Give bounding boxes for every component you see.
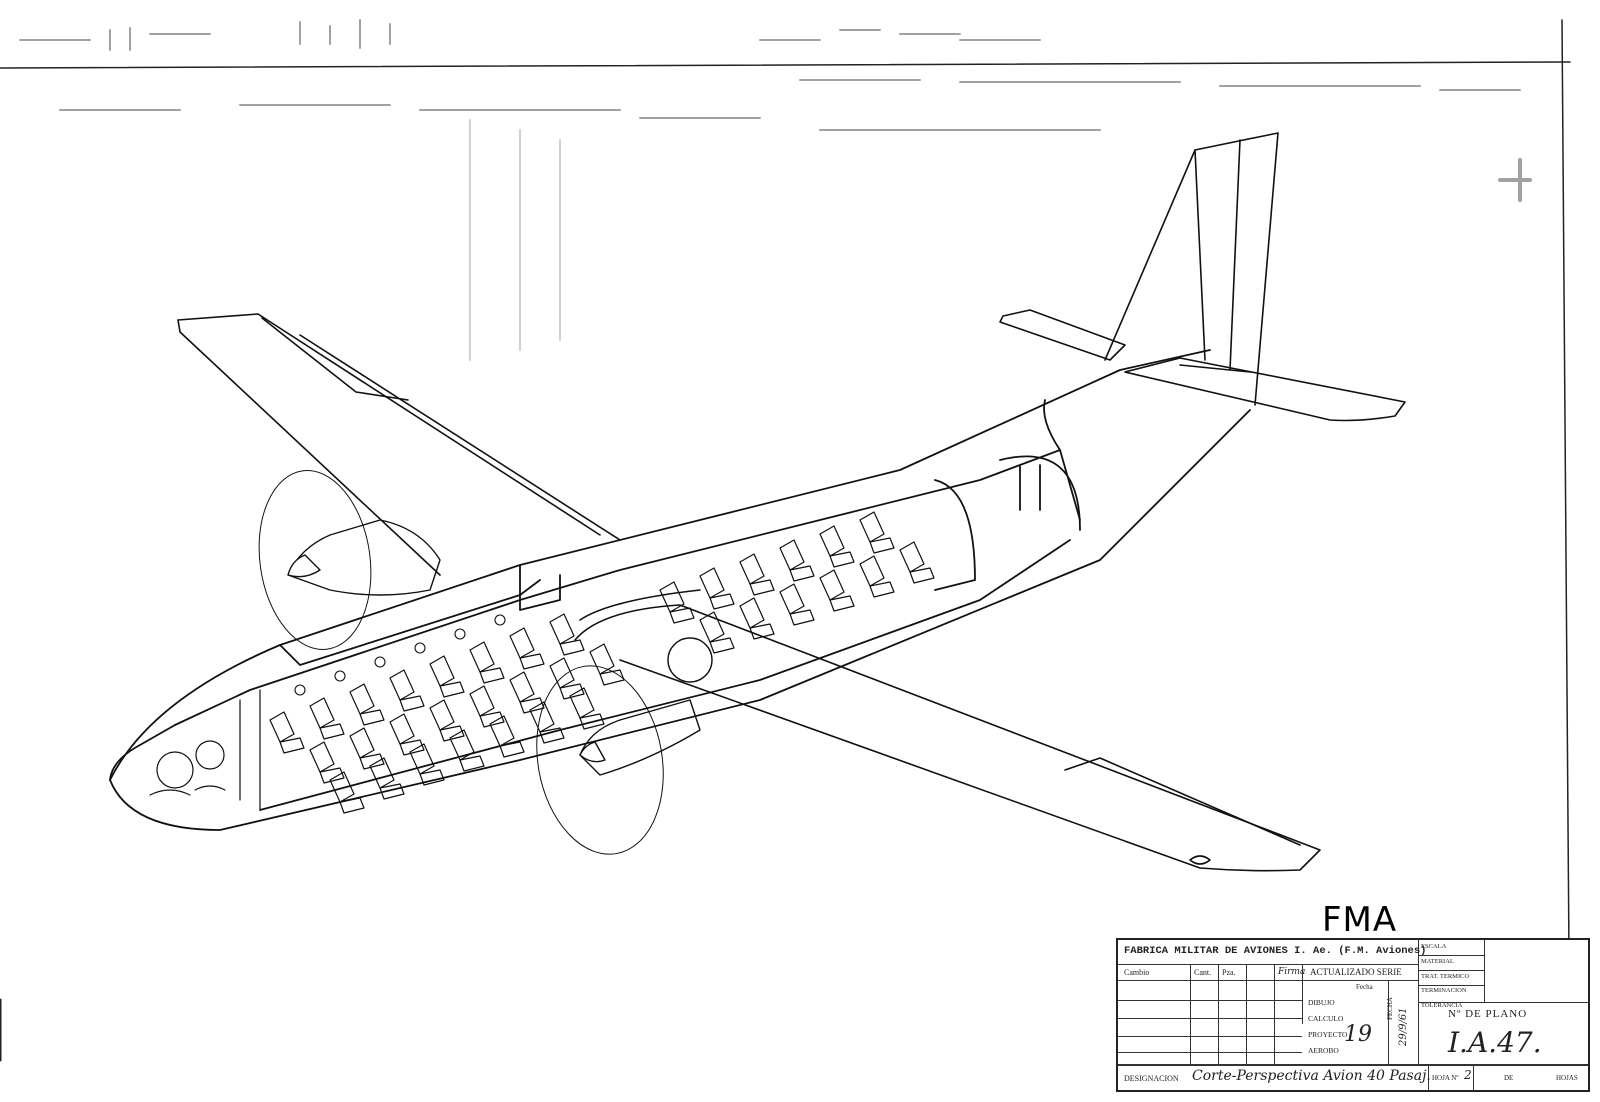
signature-initials: 19: [1344, 1022, 1372, 1047]
fma-watermark: FMA: [1322, 900, 1398, 940]
role-dibujo: DIBUJO: [1308, 998, 1335, 1007]
cockpit: [149, 689, 261, 811]
spec-trat-termico: TRAT. TERMICO: [1421, 973, 1470, 980]
de-label: DE: [1504, 1074, 1514, 1082]
update-series-label: ACTUALIZADO SERIE: [1310, 967, 1402, 977]
spec-escala: ESCALA: [1421, 943, 1447, 950]
plan-number-label: Nº DE PLANO: [1448, 1008, 1528, 1020]
mod-header-firma: Firma: [1278, 967, 1306, 977]
role-calculo: CALCULO: [1308, 1014, 1344, 1023]
right-wing: [574, 589, 1321, 872]
spec-terminacion: TERMINACION: [1421, 987, 1467, 994]
spec-material: MATERIAL: [1421, 958, 1454, 965]
hojas-label: HOJAS: [1556, 1074, 1578, 1082]
title-block: FABRICA MILITAR DE AVIONES I. Ae. (F.M. …: [1116, 938, 1590, 1092]
mod-header-cambio: Cambio: [1124, 968, 1150, 977]
plan-number: I.A.47.: [1448, 1026, 1542, 1059]
role-proyecto: PROYECTO: [1308, 1030, 1348, 1039]
fecha-vertical-label: FECHA: [1386, 997, 1394, 1020]
hoja-label: HOJA Nº: [1432, 1074, 1459, 1082]
spec-tolerancia: TOLERANCIA: [1421, 1002, 1463, 1009]
scan-artifacts: [19, 19, 1532, 361]
left-engine: [258, 470, 441, 650]
left-wing: [177, 313, 621, 576]
passenger-seats-front: [269, 613, 625, 814]
fuselage-windows: [294, 614, 506, 696]
fuselage: [109, 349, 1251, 831]
manufacturer-name: FABRICA MILITAR DE AVIONES I. Ae. (F.M. …: [1124, 945, 1427, 957]
fecha-small-label: Fecha: [1356, 983, 1373, 991]
designation-label: DESIGNACION: [1124, 1074, 1179, 1083]
hoja-number: 2: [1464, 1068, 1472, 1082]
designation-text: Corte-Perspectiva Avion 40 Pasaj.: [1192, 1068, 1431, 1084]
mod-header-pza: Pza.: [1222, 968, 1236, 977]
drawing-date: 29/9/61: [1398, 1007, 1409, 1046]
right-engine: [536, 637, 713, 855]
tail: [999, 132, 1406, 422]
sheet-border: [0, 19, 1571, 1091]
role-aerobo: AEROBO: [1308, 1046, 1339, 1055]
mod-header-cant: Cant.: [1194, 968, 1212, 977]
